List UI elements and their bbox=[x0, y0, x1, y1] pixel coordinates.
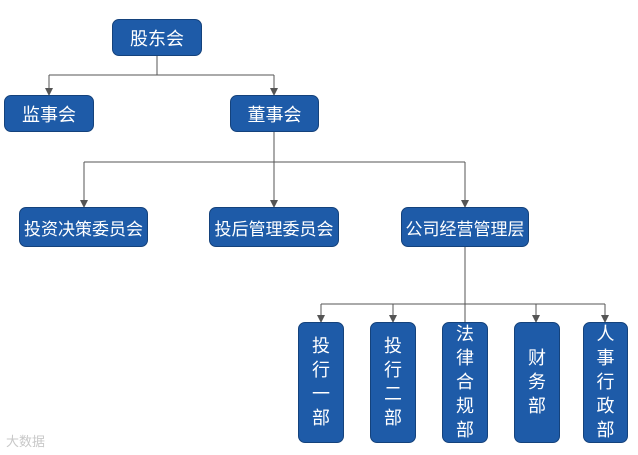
dept-label-char: 法 bbox=[456, 323, 474, 345]
node-dept-investment-banking-1: 投行一部 bbox=[298, 322, 344, 443]
dept-label-char: 部 bbox=[528, 395, 546, 417]
node-post-investment-committee: 投后管理委员会 bbox=[209, 207, 339, 247]
dept-label-char: 财 bbox=[528, 347, 546, 369]
node-supervisors: 监事会 bbox=[4, 95, 94, 132]
node-board: 董事会 bbox=[230, 95, 319, 132]
dept-label-char: 投 bbox=[384, 335, 402, 357]
node-dept-finance: 财务部 bbox=[514, 322, 560, 443]
dept-label-char: 部 bbox=[456, 419, 474, 441]
dept-label-char: 规 bbox=[456, 395, 474, 417]
node-investment-committee: 投资决策委员会 bbox=[19, 207, 148, 247]
dept-label-char: 行 bbox=[596, 371, 615, 393]
node-management: 公司经营管理层 bbox=[401, 207, 529, 247]
dept-label-char: 政 bbox=[596, 395, 615, 417]
dept-label-char: 投 bbox=[312, 335, 330, 357]
dept-label-char: 人 bbox=[596, 323, 615, 345]
dept-label-char: 务 bbox=[528, 371, 546, 393]
node-dept-hr-admin: 人事行政部 bbox=[583, 322, 628, 443]
dept-label-char: 律 bbox=[456, 347, 474, 369]
dept-label-char: 一 bbox=[312, 383, 330, 405]
node-dept-legal-compliance: 法律合规部 bbox=[442, 322, 488, 443]
watermark: 大数据 bbox=[6, 435, 46, 450]
dept-label-char: 事 bbox=[596, 347, 615, 369]
node-shareholders: 股东会 bbox=[112, 19, 202, 56]
dept-label-char: 合 bbox=[456, 371, 474, 393]
dept-label-char: 二 bbox=[384, 383, 402, 405]
dept-label-char: 部 bbox=[384, 407, 402, 429]
dept-label-char: 行 bbox=[312, 359, 330, 381]
dept-label-char: 行 bbox=[384, 359, 402, 381]
dept-label-char: 部 bbox=[312, 407, 330, 429]
dept-label-char: 部 bbox=[596, 419, 615, 441]
node-dept-investment-banking-2: 投行二部 bbox=[370, 322, 416, 443]
